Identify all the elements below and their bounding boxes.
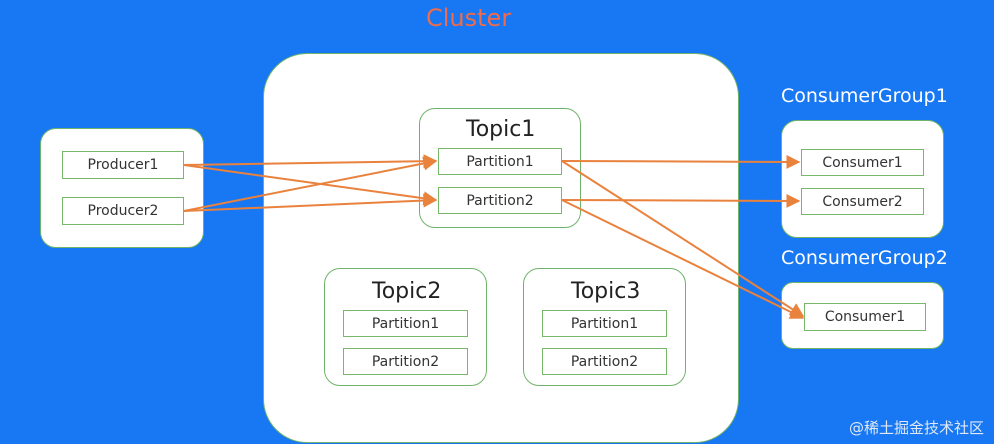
topic1-title: Topic1: [466, 117, 536, 142]
group1-consumer2: Consumer2: [801, 188, 924, 215]
group2-consumer1: Consumer1: [804, 303, 926, 331]
consumer-group2-title: ConsumerGroup2: [781, 247, 948, 269]
topic2-partition2: Partition2: [343, 348, 468, 375]
topic1-partition2: Partition2: [438, 187, 562, 214]
topic3-partition1: Partition1: [542, 310, 667, 337]
watermark: @稀土掘金技术社区: [848, 419, 984, 437]
producer-1: Producer1: [62, 151, 184, 179]
arrow-partition2-group2-consumer1: [561, 199, 805, 319]
producers-panel: [40, 128, 204, 248]
arrow-partition2-consumer2: [561, 193, 801, 208]
arrow-producer2-partition2: [183, 193, 438, 212]
cluster-title: Cluster: [426, 4, 512, 32]
arrow-producer1-partition1: [183, 154, 438, 169]
group1-consumer1: Consumer1: [801, 149, 924, 176]
topic2-title: Topic2: [372, 279, 442, 304]
topic2-partition1: Partition1: [343, 310, 468, 337]
arrow-partition1-consumer1: [561, 154, 801, 169]
topic3-partition2: Partition2: [542, 348, 667, 375]
consumer-group1-title: ConsumerGroup1: [781, 85, 948, 107]
producer-2: Producer2: [62, 197, 184, 225]
topic3-title: Topic3: [571, 279, 641, 304]
arrow-partition1-group2-consumer1: [561, 160, 805, 317]
topic1-partition1: Partition1: [438, 148, 562, 175]
arrow-producer2-partition1: [183, 156, 438, 212]
consumer-group1-panel: [781, 120, 944, 238]
arrow-producer1-partition2: [183, 164, 438, 206]
